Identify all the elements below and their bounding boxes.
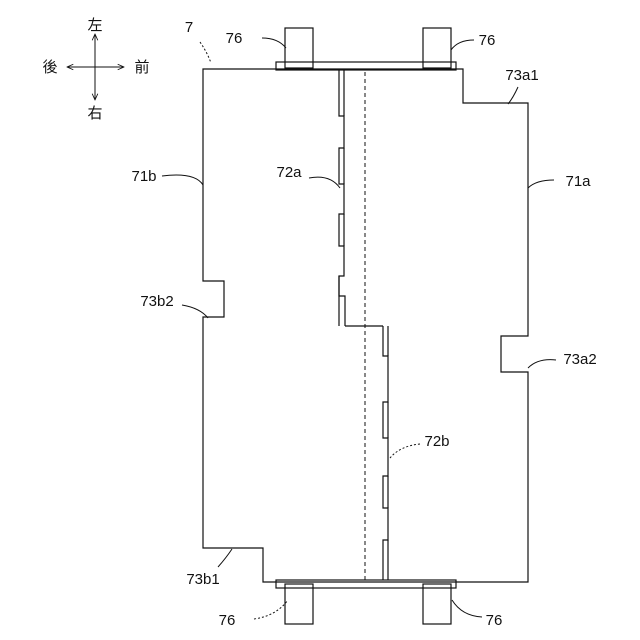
label-76-bottom-left: 76 [219,612,236,629]
leader-73b1 [218,549,232,567]
leader-76-top-left [262,38,286,48]
label-73b1: 73b1 [186,571,219,588]
label-71a: 71a [565,173,591,190]
compass-right-label: 前 [134,58,149,76]
label-71b: 71b [131,168,156,185]
leader-73b2 [182,305,208,318]
leader-76-top-right [451,40,474,50]
leader-76-bottom-right [452,600,482,617]
leader-lines [162,38,556,619]
leader-73a1 [508,87,518,104]
label-73a1: 73a1 [505,67,538,84]
direction-compass: 左 右 後 前 [42,16,149,122]
leader-7 [200,42,211,63]
label-7: 7 [185,19,193,36]
leader-76-bottom-left [254,600,288,619]
seam-72b [383,326,388,580]
leader-73a2 [528,360,556,368]
reference-labels: 7 76 76 76 76 71a 71b 72a 72b 73a1 73a2 … [131,19,596,629]
label-72b: 72b [424,433,449,450]
compass-up-label: 左 [87,16,102,34]
leader-72b [390,444,420,458]
seam-72a [339,70,383,326]
label-76-top-left: 76 [226,30,243,47]
label-73b2: 73b2 [140,293,173,310]
label-76-bottom-right: 76 [486,612,503,629]
label-73a2: 73a2 [563,351,596,368]
label-76-top-right: 76 [479,32,496,49]
leader-72a [309,177,340,188]
pin-bottom-right [423,584,451,624]
leader-71b [162,175,203,185]
compass-left-label: 後 [42,58,57,76]
pin-bottom-left [285,584,313,624]
label-72a: 72a [276,164,302,181]
compass-down-label: 右 [87,104,102,122]
leader-71a [528,180,554,188]
